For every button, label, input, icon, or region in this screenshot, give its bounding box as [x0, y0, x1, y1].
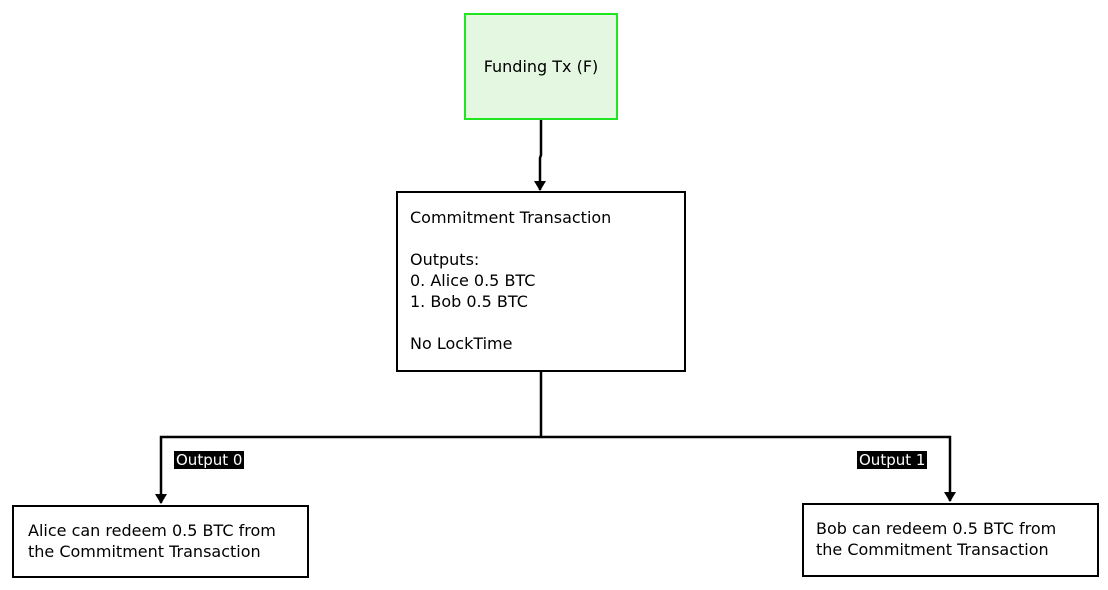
- output-0-entry: 0. Alice 0.5 BTC: [410, 271, 536, 290]
- alice-redeem-line-1: Alice can redeem 0.5 BTC from: [28, 521, 276, 540]
- edge-output-0: [155, 435, 541, 504]
- bob-redeem-line-2: the Commitment Transaction: [816, 540, 1049, 559]
- output-1-edge-label: Output 1: [857, 451, 928, 469]
- commitment-title: Commitment Transaction: [410, 208, 612, 227]
- funding-tx-node: Funding Tx (F): [464, 13, 618, 120]
- spacer: [410, 312, 672, 333]
- edge-funding-to-commitment: [534, 120, 546, 191]
- spacer: [410, 228, 672, 249]
- locktime-text: No LockTime: [410, 334, 513, 353]
- output-0-edge-label: Output 0: [174, 451, 245, 469]
- alice-redeem-node: Alice can redeem 0.5 BTC from the Commit…: [12, 505, 309, 578]
- alice-redeem-line-2: the Commitment Transaction: [28, 542, 261, 561]
- outputs-heading: Outputs:: [410, 250, 480, 269]
- bob-redeem-line-1: Bob can redeem 0.5 BTC from: [816, 519, 1057, 538]
- bob-redeem-node: Bob can redeem 0.5 BTC from the Commitme…: [802, 503, 1099, 577]
- commitment-transaction-node: Commitment Transaction Outputs: 0. Alice…: [396, 191, 686, 372]
- edge-output-1: [541, 435, 956, 502]
- funding-tx-label: Funding Tx (F): [483, 57, 599, 76]
- output-1-entry: 1. Bob 0.5 BTC: [410, 292, 528, 311]
